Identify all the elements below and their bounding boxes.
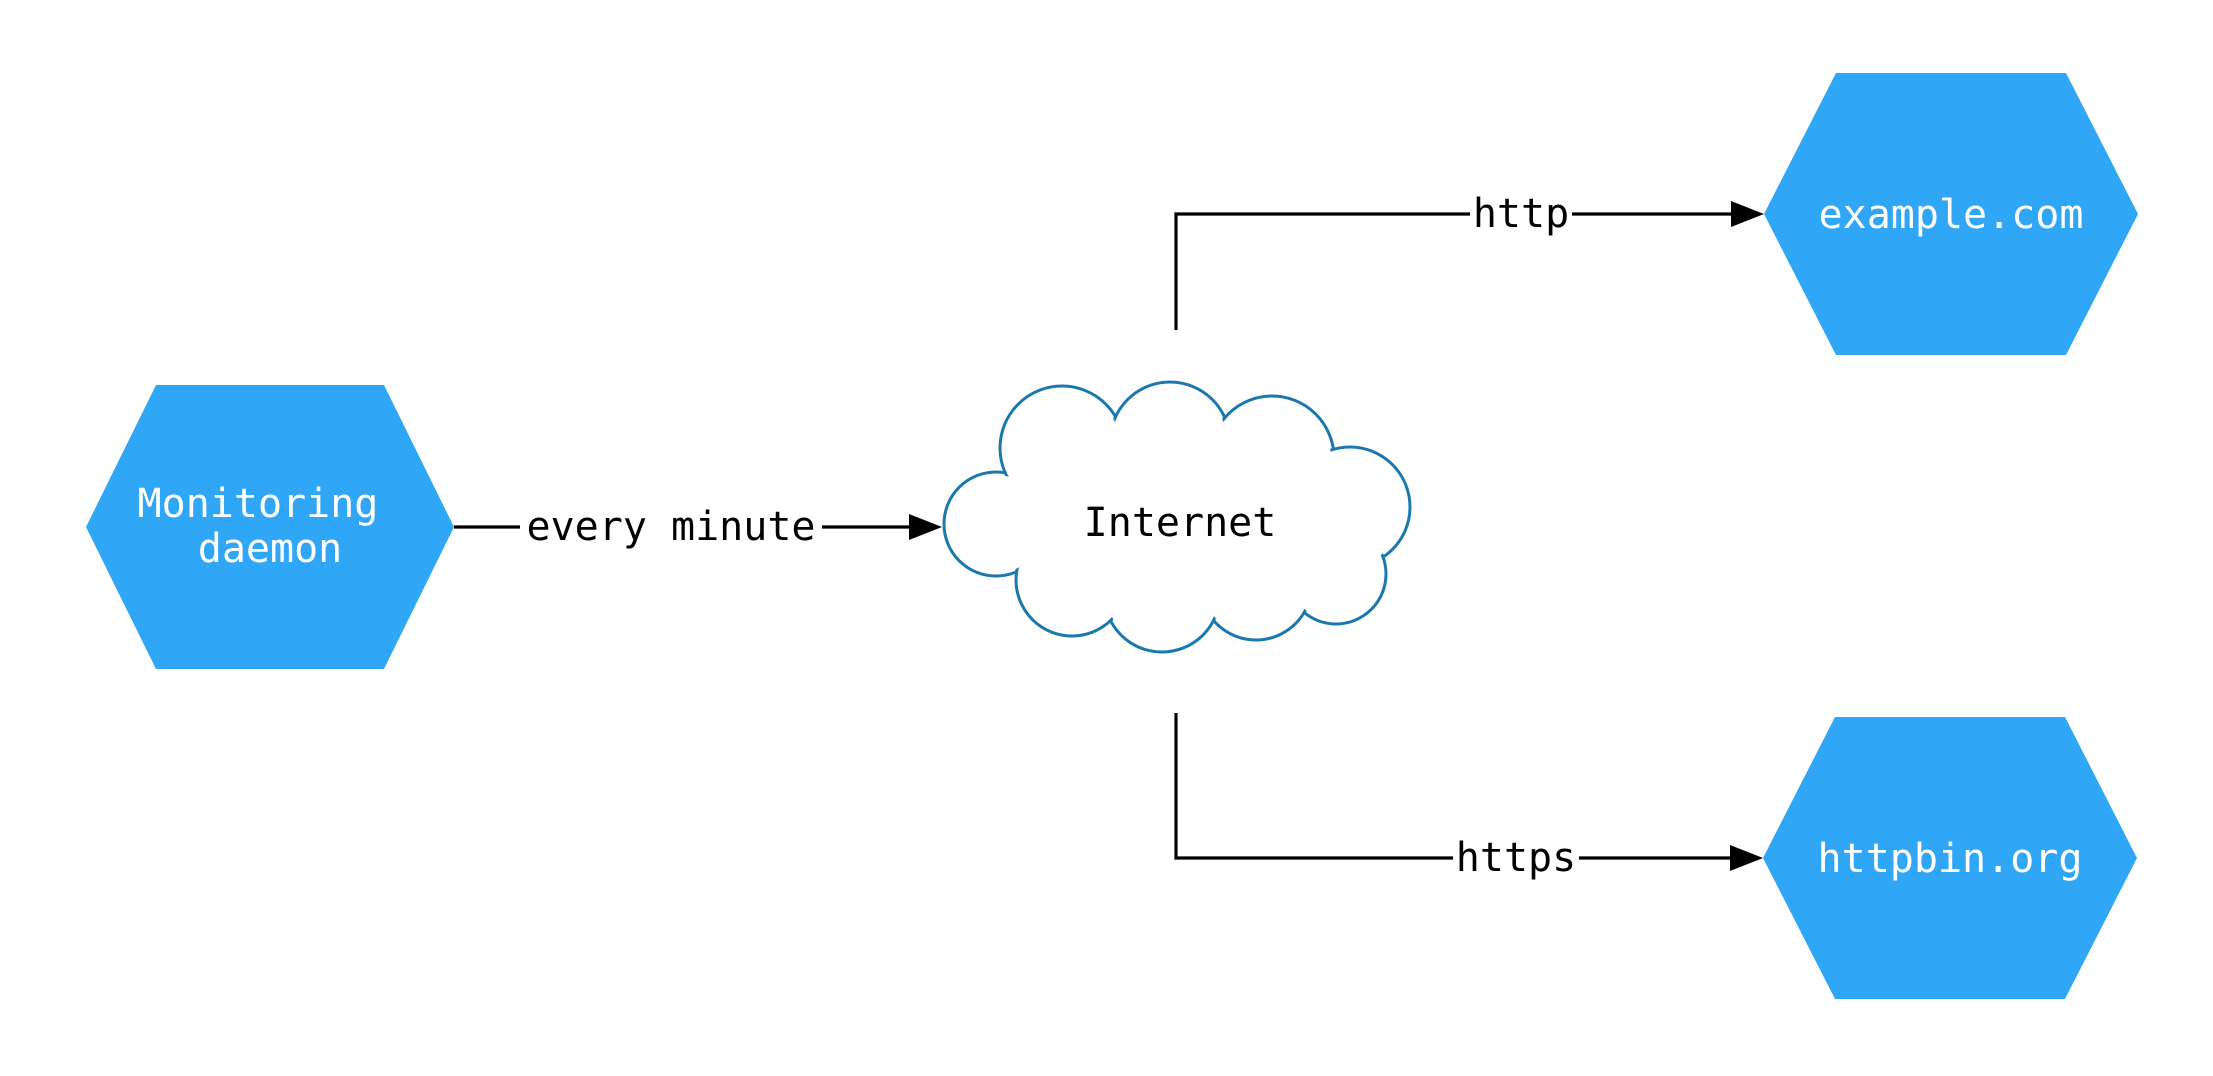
node-example-com: example.com — [1764, 73, 2138, 355]
cloud-fill — [947, 385, 1407, 649]
arrowhead-into-httpbin — [1730, 845, 1763, 871]
node-monitoring-daemon: Monitoring daemon — [86, 385, 454, 669]
edge-daemon-to-internet — [454, 514, 942, 540]
edge-https-elbow — [1174, 713, 1453, 860]
edge-internet-to-example — [1174, 201, 1764, 330]
monitoring-daemon-label-line1: Monitoring — [138, 481, 379, 527]
example-com-label: example.com — [1819, 192, 2084, 238]
internet-label: Internet — [1084, 500, 1277, 546]
httpbin-org-label: httpbin.org — [1818, 836, 2083, 882]
edge-label-https: https — [1456, 835, 1576, 881]
monitoring-daemon-label-line2: daemon — [198, 526, 343, 572]
edge-label-http: http — [1473, 191, 1569, 237]
edge-http-elbow — [1174, 212, 1470, 330]
node-httpbin-org: httpbin.org — [1763, 717, 2137, 999]
httpbin-org-hexagon — [1763, 717, 2137, 999]
edge-internet-to-httpbin — [1174, 713, 1763, 871]
monitoring-daemon-hexagon — [86, 385, 454, 669]
arrowhead-into-internet — [909, 514, 942, 540]
example-com-hexagon — [1764, 73, 2138, 355]
monitoring-daemon-label: Monitoring daemon — [138, 481, 403, 572]
edge-label-every-minute: every minute — [527, 504, 816, 550]
arrowhead-into-example — [1731, 201, 1764, 227]
node-internet-cloud: Internet — [942, 380, 1412, 654]
